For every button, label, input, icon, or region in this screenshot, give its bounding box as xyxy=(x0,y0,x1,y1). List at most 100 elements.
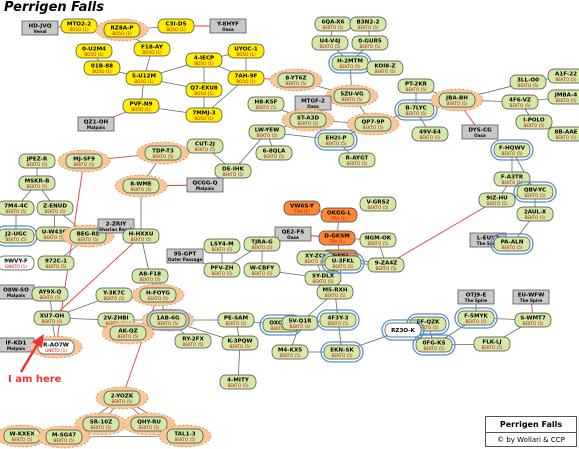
system-node[interactable]: RZ3O-K xyxy=(381,319,425,341)
